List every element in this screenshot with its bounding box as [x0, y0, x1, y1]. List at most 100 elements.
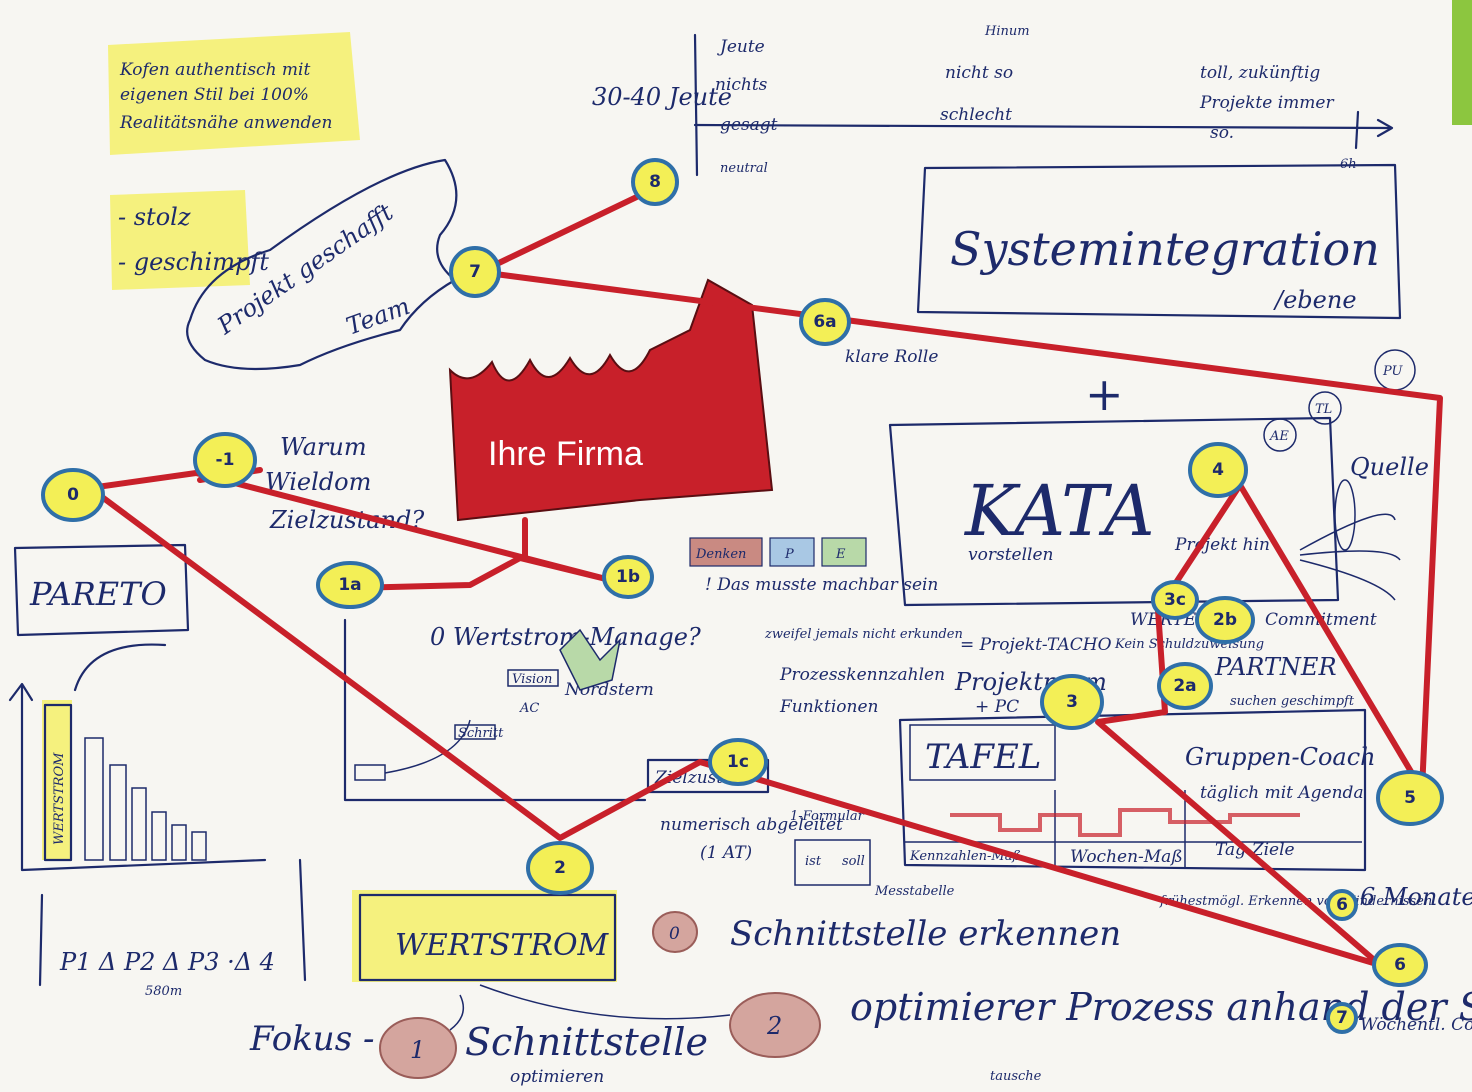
- svg-text:WERTSTROM: WERTSTROM: [52, 752, 67, 845]
- svg-text:Vision: Vision: [512, 672, 552, 687]
- svg-text:- geschimpft: - geschimpft: [118, 248, 269, 276]
- svg-text:Systemintegration: Systemintegration: [950, 222, 1380, 276]
- pink-bubble-2: 2: [729, 992, 821, 1058]
- svg-text:P: P: [784, 547, 794, 562]
- highlight-wertstrom: [352, 890, 617, 982]
- svg-text:Schnittstelle: Schnittstelle: [465, 1020, 708, 1064]
- factory-label: Ihre Firma: [488, 435, 643, 473]
- node-4[interactable]: 4: [1188, 442, 1248, 498]
- svg-text:Wieldom: Wieldom: [265, 468, 371, 496]
- svg-text:P1 Δ P2 Δ P3 ·Δ 4: P1 Δ P2 Δ P3 ·Δ 4: [59, 948, 275, 976]
- pink-bubble-1: 1: [379, 1017, 457, 1079]
- perception-axis: 30-40 Jeute Jeute nichts gesagt neutral …: [592, 24, 1394, 177]
- svg-text:4: 4: [1212, 460, 1224, 480]
- svg-text:1: 1: [410, 1036, 425, 1064]
- svg-text:7: 7: [469, 262, 481, 282]
- authentic-notes: Kofen authentisch mit eigenen Stil bei 1…: [118, 60, 332, 276]
- svg-text:Gruppen-Coach: Gruppen-Coach: [1185, 743, 1376, 771]
- axis-col-3: toll, zukünftig Projekte immer so.: [1199, 63, 1334, 143]
- node-7[interactable]: 7: [449, 246, 501, 298]
- svg-text:ist: ist: [805, 854, 822, 869]
- svg-text:suchen geschimpft: suchen geschimpft: [1230, 694, 1355, 709]
- svg-text:neutral: neutral: [720, 161, 768, 176]
- node-1a[interactable]: 1a: [316, 561, 384, 609]
- svg-text:Tag-Ziele: Tag-Ziele: [1215, 840, 1295, 860]
- svg-text:E: E: [835, 547, 846, 562]
- svg-text:Kennzahlen-Maß: Kennzahlen-Maß: [909, 849, 1021, 864]
- svg-text:so.: so.: [1210, 123, 1234, 143]
- svg-text:6: 6: [1336, 895, 1348, 915]
- node-6-bottom[interactable]: 6: [1372, 943, 1428, 987]
- svg-text:Quelle: Quelle: [1350, 453, 1429, 481]
- svg-text:Prozesskennzahlen: Prozesskennzahlen: [779, 665, 945, 685]
- svg-text:-1: -1: [216, 450, 235, 470]
- svg-text:Warum: Warum: [280, 433, 367, 461]
- node-6a[interactable]: 6a: [799, 298, 851, 346]
- svg-text:6: 6: [1394, 955, 1406, 975]
- pink-bubble-0: 0: [652, 911, 698, 953]
- systemintegration-box: Systemintegration /ebene: [916, 163, 1402, 320]
- node-2a[interactable]: 2a: [1157, 662, 1213, 710]
- svg-text:Schritt: Schritt: [458, 726, 504, 741]
- svg-text:Funktionen: Funktionen: [779, 697, 878, 717]
- svg-text:schlecht: schlecht: [940, 105, 1012, 125]
- svg-text:vorstellen: vorstellen: [968, 545, 1053, 565]
- node-3[interactable]: 3: [1040, 674, 1104, 730]
- svg-text:Wochen-Maß: Wochen-Maß: [1070, 847, 1183, 867]
- axis-col-1: Jeute nichts gesagt neutral: [715, 37, 778, 176]
- svg-text:eigenen Stil bei 100%: eigenen Stil bei 100%: [120, 85, 309, 105]
- svg-text:/ebene: /ebene: [1273, 286, 1357, 314]
- svg-text:Messtabelle: Messtabelle: [874, 884, 955, 899]
- svg-text:2a: 2a: [1173, 676, 1196, 696]
- node-1c[interactable]: 1c: [708, 738, 768, 786]
- node-2[interactable]: 2: [526, 841, 594, 895]
- svg-text:0: 0: [669, 924, 680, 944]
- node-8[interactable]: 8: [631, 158, 679, 206]
- svg-text:1b: 1b: [616, 567, 640, 587]
- axis-col-2: Hinum nicht so schlecht: [940, 24, 1030, 125]
- svg-text:5: 5: [1404, 788, 1416, 808]
- svg-text:2: 2: [766, 1012, 782, 1040]
- svg-text:- stolz: - stolz: [118, 203, 191, 231]
- svg-text:= Projekt-TACHO: = Projekt-TACHO: [960, 635, 1112, 655]
- svg-text:TL: TL: [1315, 402, 1332, 417]
- node-2b[interactable]: 2b: [1195, 596, 1255, 644]
- svg-text:nicht so: nicht so: [945, 63, 1013, 83]
- svg-text:Fokus -: Fokus -: [249, 1019, 374, 1059]
- svg-text:tausche: tausche: [990, 1069, 1042, 1084]
- svg-text:2b: 2b: [1213, 610, 1237, 630]
- svg-text:Schnittstelle erkennen: Schnittstelle erkennen: [730, 914, 1121, 954]
- node-minus-1[interactable]: -1: [193, 432, 257, 488]
- svg-text:! Das musste machbar sein: ! Das musste machbar sein: [705, 575, 938, 595]
- svg-text:Jeute: Jeute: [717, 37, 765, 57]
- svg-text:numerisch abgeleitet: numerisch abgeleitet: [660, 815, 843, 835]
- svg-text:8: 8: [649, 172, 661, 192]
- svg-text:+ PC: + PC: [975, 697, 1019, 717]
- svg-text:PARETO: PARETO: [29, 575, 167, 613]
- svg-text:WERTSTROM: WERTSTROM: [395, 928, 610, 963]
- node-7-bottom[interactable]: 7: [1326, 1002, 1358, 1034]
- svg-text:PU: PU: [1382, 364, 1404, 379]
- node-6[interactable]: 6: [1326, 889, 1358, 921]
- svg-text:2: 2: [554, 858, 566, 878]
- svg-text:AC: AC: [519, 701, 539, 716]
- svg-text:TAFEL: TAFEL: [925, 737, 1041, 777]
- svg-text:täglich mit Agenda: täglich mit Agenda: [1200, 783, 1364, 803]
- svg-text:6 Monate Projektlaufzeit: 6 Monate Projektlaufzeit: [1360, 883, 1472, 911]
- svg-text:0: 0: [67, 485, 79, 505]
- highlight-top-notes: [108, 32, 360, 155]
- svg-text:KATA: KATA: [963, 470, 1155, 552]
- corner-tab: [1452, 0, 1472, 125]
- svg-text:Team: Team: [342, 292, 413, 341]
- node-3c[interactable]: 3c: [1151, 580, 1199, 620]
- svg-text:optimieren: optimieren: [510, 1067, 604, 1087]
- svg-text:1a: 1a: [338, 575, 361, 595]
- node-5[interactable]: 5: [1376, 770, 1444, 826]
- tafel-board: TAFEL Kennzahlen-Maß Wochen-Maß Tag-Ziel…: [898, 708, 1432, 909]
- svg-text:Kofen authentisch mit: Kofen authentisch mit: [119, 60, 310, 80]
- plus-sign: +: [1085, 367, 1124, 421]
- node-0[interactable]: 0: [41, 468, 105, 522]
- node-1b[interactable]: 1b: [602, 555, 654, 599]
- warum-note: Warum Wieldom Zielzustand?: [265, 433, 424, 534]
